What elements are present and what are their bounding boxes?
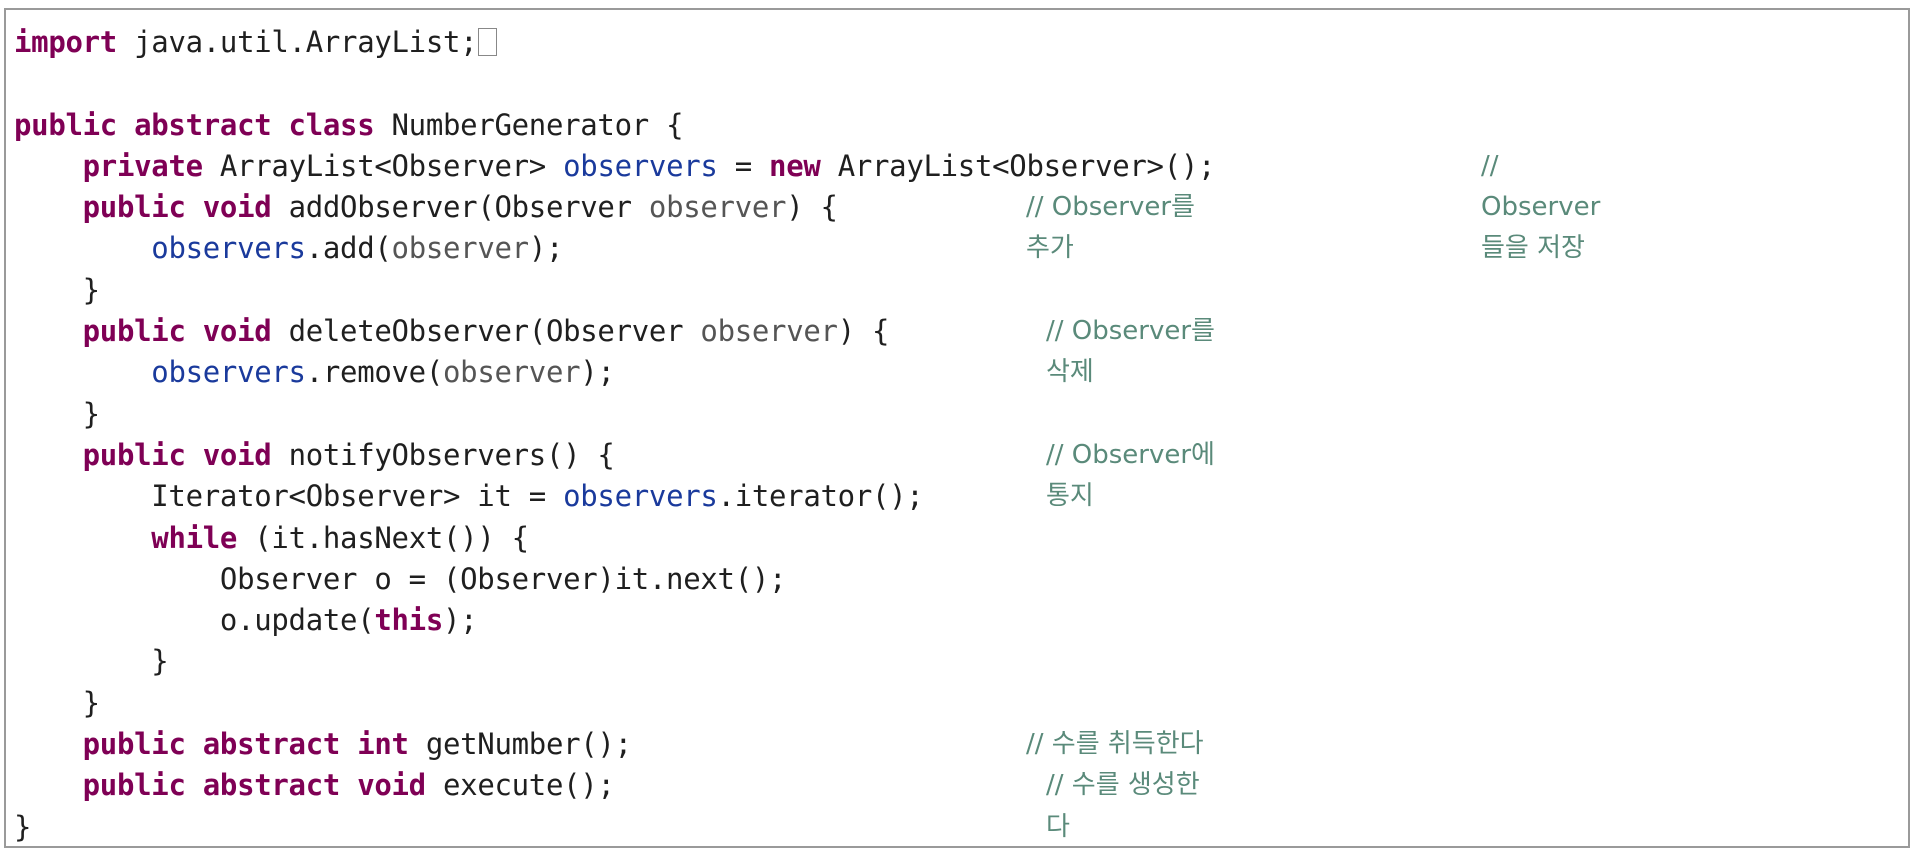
code-keyword: this [374, 603, 443, 638]
code-line: public abstract void execute(); [14, 765, 1215, 806]
code-keyword: public void [82, 190, 272, 225]
code-text: } [14, 685, 100, 720]
code-line: } [14, 807, 1215, 848]
code-line: } [14, 394, 1215, 435]
code-keyword: import [14, 25, 117, 59]
code-text: .add( [305, 231, 392, 266]
code-line: public abstract int getNumber(); [14, 724, 1215, 765]
code-line: Iterator<Observer> it = observers.iterat… [14, 476, 1215, 517]
code-text [14, 149, 83, 183]
code-line: observers.add(observer); [14, 228, 1215, 269]
code-line: while (it.hasNext()) { [14, 518, 1215, 559]
code-line: public void deleteObserver(Observer obse… [14, 311, 1215, 352]
code-field: observers [151, 231, 306, 266]
code-text: ); [580, 355, 615, 390]
code-text: ArrayList<Observer>(); [820, 148, 1216, 183]
code-text: (it.hasNext()) { [237, 520, 529, 555]
code-text: } [14, 396, 100, 431]
code-text: ) { [837, 314, 890, 349]
code-keyword: public abstract void [82, 768, 427, 803]
code-text: Iterator<Observer> it = [14, 479, 564, 514]
code-line: o.update(this); [14, 600, 1215, 641]
code-line: public void addObserver(Observer observe… [14, 187, 1215, 228]
code-comment: // Observer를 삭제 [1046, 316, 1215, 388]
code-keyword: public abstract class [14, 107, 375, 142]
code-line: public void notifyObservers() { [14, 435, 1215, 476]
code-line: private ArrayList<Observer> observers = … [14, 146, 1216, 187]
code-field: observers [563, 479, 718, 514]
code-keyword: public void [82, 437, 272, 472]
code-text: notifyObservers() { [271, 437, 615, 472]
code-field: observers [563, 148, 718, 183]
code-keyword: public void [82, 314, 272, 349]
code-text: = [717, 148, 770, 183]
code-text: execute(); [425, 768, 615, 803]
code-text [14, 768, 83, 802]
code-line: } [14, 683, 1215, 724]
code-line: public abstract class NumberGenerator { [14, 105, 1215, 146]
code-parameter: observer [391, 231, 530, 266]
code-text [14, 355, 151, 389]
code-line: import java.util.ArrayList; [14, 22, 1215, 63]
code-text [14, 190, 83, 224]
code-text [14, 438, 83, 472]
code-comment: // Observer에 통지 [1046, 440, 1215, 512]
code-text [14, 727, 83, 761]
code-text: ) { [786, 190, 838, 225]
code-line: observers.remove(observer); [14, 352, 1215, 393]
code-line: } [14, 641, 1215, 682]
code-text: .iterator(); [717, 479, 924, 514]
code-text: } [14, 272, 100, 307]
code-text [14, 231, 151, 265]
code-text: ); [528, 231, 564, 266]
code-text: .remove( [305, 355, 444, 390]
code-comment: // Observer를 추가 [1026, 192, 1195, 264]
code-text: NumberGenerator { [374, 107, 684, 142]
code-text: } [14, 809, 32, 844]
code-text: deleteObserver(Observer [271, 314, 701, 349]
code-text: java.util.ArrayList; [116, 25, 478, 59]
code-text [14, 521, 151, 555]
code-text: getNumber(); [408, 727, 632, 762]
code-text: ); [443, 603, 478, 638]
code-parameter: observer [648, 190, 787, 225]
code-line: } [14, 270, 1215, 311]
code-comment: // 수를 취득한다 [1026, 729, 1204, 760]
code-parameter: observer [700, 314, 838, 349]
code-text [14, 314, 83, 348]
code-keyword: private [82, 148, 203, 183]
code-parameter: observer [443, 355, 581, 390]
code-keyword: while [151, 520, 238, 555]
code-keyword: new [769, 148, 821, 183]
code-text: addObserver(Observer [271, 190, 649, 225]
code-text: ArrayList<Observer> [202, 148, 564, 183]
code-text: Observer o = (Observer)it.next(); [14, 561, 787, 596]
code-field: observers [151, 355, 306, 390]
code-lines: import java.util.ArrayList; public abstra… [14, 22, 1600, 848]
code-line: Observer o = (Observer)it.next(); [14, 559, 1215, 600]
code-text: } [14, 644, 169, 679]
text-cursor-box [478, 28, 498, 56]
code-keyword: public abstract int [82, 727, 409, 762]
code-text: o.update( [14, 603, 375, 638]
code-comment: // Observer들을 저장 [1481, 150, 1601, 264]
code-line [14, 63, 1215, 104]
code-comment: // 수를 생성한다 [1046, 770, 1200, 842]
code-listing: import java.util.ArrayList; public abstra… [4, 8, 1910, 848]
